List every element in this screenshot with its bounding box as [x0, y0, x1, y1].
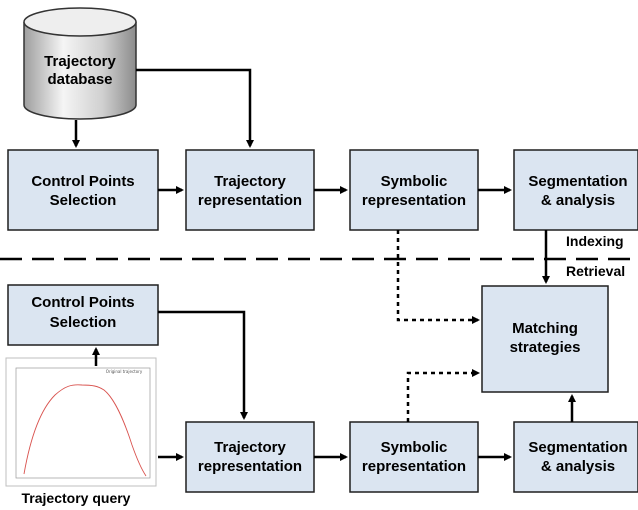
- matching-line2: strategies: [510, 339, 581, 356]
- bottom-control-points-line2: Selection: [50, 314, 117, 331]
- top-segmentation-line1: Segmentation: [528, 173, 627, 190]
- bottom-control-points-line1: Control Points: [31, 294, 134, 311]
- bottom-trajectory-repr-line2: representation: [198, 458, 302, 475]
- matching-strategies-box: Matching strategies: [481, 285, 609, 393]
- bottom-trajectory-representation-box: Trajectory representation: [185, 421, 315, 493]
- indexing-label: Indexing: [566, 233, 624, 249]
- bottom-trajectory-repr-line1: Trajectory: [214, 439, 286, 456]
- trajectory-query-thumbnail: Original trajectory: [5, 357, 157, 487]
- arrow-bottom-cps-to-trajectory: [158, 310, 248, 420]
- bottom-symbolic-repr-line1: Symbolic: [381, 439, 448, 456]
- bottom-symbolic-repr-line2: representation: [362, 458, 466, 475]
- matching-line1: Matching: [512, 320, 578, 337]
- dotted-top-symbolic-to-matching: [396, 230, 480, 324]
- top-segmentation-box: Segmentation & analysis: [513, 149, 638, 231]
- bottom-segmentation-box: Segmentation & analysis: [513, 421, 638, 493]
- top-symbolic-representation-box: Symbolic representation: [349, 149, 479, 231]
- top-trajectory-repr-line2: representation: [198, 192, 302, 209]
- query-trajectory-curve: [23, 384, 147, 477]
- top-trajectory-representation-box: Trajectory representation: [185, 149, 315, 231]
- dotted-bottom-symbolic-to-matching: [406, 369, 480, 422]
- top-segmentation-line2: & analysis: [541, 192, 615, 209]
- top-control-points-line1: Control Points: [31, 173, 134, 190]
- database-label-line1: Trajectory: [44, 53, 116, 70]
- top-symbolic-repr-line2: representation: [362, 192, 466, 209]
- top-trajectory-repr-line1: Trajectory: [214, 173, 286, 190]
- bottom-segmentation-line2: & analysis: [541, 458, 615, 475]
- top-control-points-box: Control Points Selection: [7, 149, 159, 231]
- database-label-line2: database: [47, 71, 112, 88]
- bottom-symbolic-representation-box: Symbolic representation: [349, 421, 479, 493]
- query-plot-title: Original trajectory: [106, 369, 143, 374]
- trajectory-database-cylinder: Trajectory database: [23, 7, 137, 120]
- bottom-segmentation-line1: Segmentation: [528, 439, 627, 456]
- bottom-control-points-box: Control Points Selection: [7, 284, 159, 346]
- top-control-points-line2: Selection: [50, 192, 117, 209]
- top-symbolic-repr-line1: Symbolic: [381, 173, 448, 190]
- arrow-db-to-trajectory-repr: [136, 68, 254, 148]
- trajectory-query-caption: Trajectory query: [22, 490, 131, 506]
- retrieval-label: Retrieval: [566, 263, 625, 279]
